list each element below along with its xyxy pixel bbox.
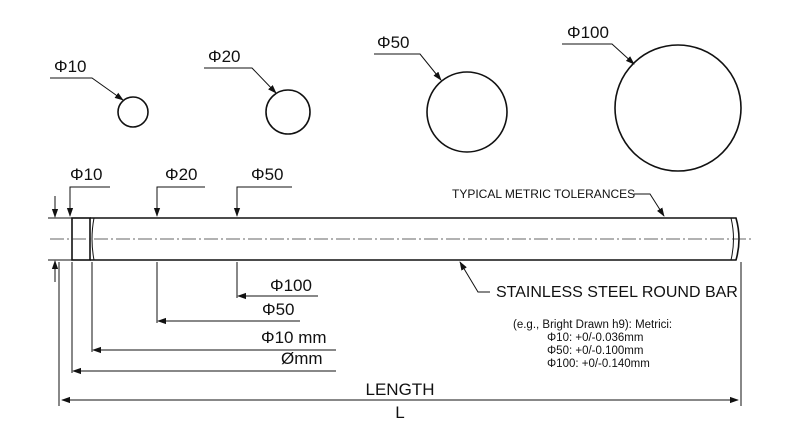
bar-label-callout: STAINLESS STEEL ROUND BAR xyxy=(459,261,738,301)
label-dim-d50: Φ50 xyxy=(262,300,294,319)
circle-d10 xyxy=(117,96,149,128)
label-circle-d10: Φ10 xyxy=(54,57,86,76)
label-dim-omm: Ømm xyxy=(281,349,323,368)
leader-circle-d10 xyxy=(50,77,124,101)
circle-group-d50: Φ50 xyxy=(374,33,508,153)
tolerance-callout: TYPICAL METRIC TOLERANCES xyxy=(452,187,665,217)
circle-d50 xyxy=(426,71,508,153)
label-bar-top-d10: Φ10 xyxy=(70,165,102,184)
bar-chamfer-left xyxy=(91,217,95,261)
leader-bar-label xyxy=(459,261,490,293)
circle-group-d20: Φ20 xyxy=(204,47,311,135)
label-length: LENGTH xyxy=(366,380,435,399)
label-circle-d100: Φ100 xyxy=(567,23,609,42)
label-circle-d20: Φ20 xyxy=(208,47,240,66)
tolerance-heading: (e.g., Bright Drawn h9): Metrici: xyxy=(513,319,672,331)
leader-circle-d20 xyxy=(204,67,277,94)
label-stainless-steel-round-bar: STAINLESS STEEL ROUND BAR xyxy=(496,284,738,301)
circle-group-d100: Φ100 xyxy=(562,23,742,172)
length-dimension: LENGTH L xyxy=(58,262,742,422)
left-diameter-dimension xyxy=(48,196,72,282)
tolerance-notes: (e.g., Bright Drawn h9): Metrici: Φ10: +… xyxy=(513,319,672,370)
circle-group-d10: Φ10 xyxy=(50,57,149,128)
label-dim-d100: Φ100 xyxy=(270,276,312,295)
circle-d20 xyxy=(265,89,311,135)
round-bar xyxy=(50,217,752,261)
leader-bar-top-d20 xyxy=(153,186,205,217)
tolerance-line-d50: Φ50: +0/-0.100mm xyxy=(547,345,643,357)
label-bar-top-d20: Φ20 xyxy=(165,165,197,184)
label-dim-d10mm: Φ10 mm xyxy=(261,328,327,347)
label-circle-d50: Φ50 xyxy=(377,33,409,52)
tolerance-line-d100: Φ100: +0/-0.140mm xyxy=(547,358,650,370)
label-typical-tolerances: TYPICAL METRIC TOLERANCES xyxy=(452,187,635,201)
label-length-symbol: L xyxy=(395,403,404,422)
bar-top-labels: Φ10 Φ20 Φ50 xyxy=(66,165,292,217)
leader-bar-top-d10 xyxy=(66,186,110,217)
leader-circle-d100 xyxy=(562,43,635,65)
leader-bar-top-d50 xyxy=(233,186,292,217)
stepped-dimensions: Φ100 Φ50 Φ10 mm Ømm xyxy=(71,262,336,375)
leader-circle-d50 xyxy=(374,53,442,81)
circle-d100 xyxy=(614,44,742,172)
label-bar-top-d50: Φ50 xyxy=(251,165,283,184)
leader-tolerances xyxy=(634,193,665,217)
tolerance-line-d10: Φ10: +0/-0.036mm xyxy=(547,332,643,344)
